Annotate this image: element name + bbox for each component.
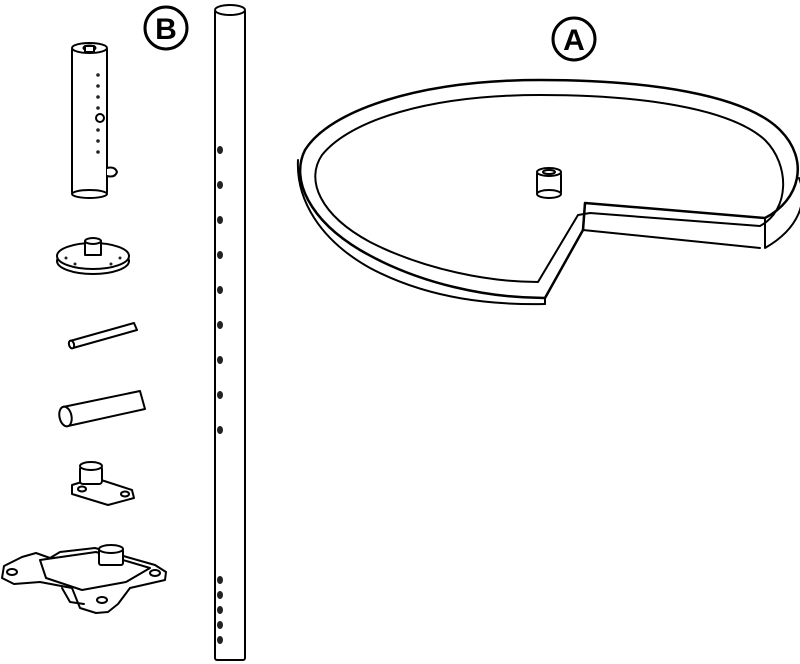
callout-b: B — [143, 5, 189, 51]
hub-plate — [56, 237, 130, 275]
center-pole — [214, 4, 246, 661]
pole-holes-lower — [217, 576, 223, 644]
tube-set-screw-icon — [95, 113, 105, 123]
small-bracket — [71, 461, 135, 506]
pole-holes-upper — [217, 146, 223, 434]
tube-holes — [96, 73, 100, 154]
tube-clip — [106, 166, 118, 178]
base-plate — [1, 544, 167, 614]
thick-dowel — [58, 390, 146, 428]
callout-a-label: A — [563, 24, 585, 57]
adjustable-tube — [71, 42, 118, 199]
callout-b-label: B — [155, 13, 177, 46]
kidney-tray — [296, 78, 800, 306]
callout-a: A — [551, 16, 597, 62]
thin-pin — [67, 322, 138, 350]
